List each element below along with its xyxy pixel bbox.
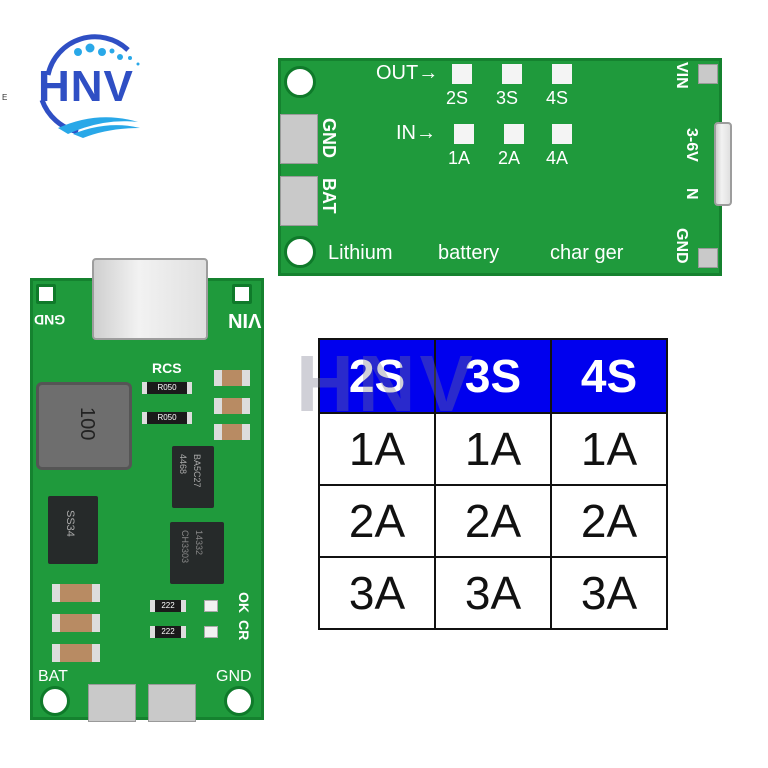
capacitor (214, 370, 250, 386)
charger-board-front: GND VIN RCS R050 R050 100 4468 BA5C27 SS… (30, 258, 264, 722)
bat-solder-pad (88, 684, 136, 722)
mount-hole (224, 686, 254, 716)
table-cell: 1A (434, 412, 552, 486)
ic1-label: 4468 (178, 454, 188, 475)
resistor-r050: R050 (142, 382, 192, 394)
gnd-pad (280, 114, 318, 164)
silk-charger: char ger (550, 242, 624, 264)
watermark: HNV (296, 339, 477, 428)
table-row: 1A 1A 1A (318, 412, 668, 486)
diode-label: SS34 (64, 510, 76, 537)
inductor: 100 (36, 382, 132, 470)
gnd-solder-pad (148, 684, 196, 722)
resistor-r050: R050 (142, 412, 192, 424)
out-label: OUT→ (376, 62, 439, 84)
ic2-code: 14332 (194, 530, 204, 556)
vin-label-top: VIN (228, 309, 262, 331)
in-label: IN→ (396, 122, 436, 144)
spec-table: 2S 3S 4S 1A 1A 1A 2A 2A 2A 3A 3A 3A (318, 338, 668, 630)
jumper-4s (552, 64, 572, 84)
label-1a: 1A (448, 148, 471, 168)
diode-ss34: SS34 (48, 496, 98, 564)
silk-battery: battery (438, 242, 500, 264)
header-cell: 4S (550, 338, 668, 414)
resistor-222: 222 (150, 626, 186, 638)
voltage-label: 3-6V (683, 128, 700, 162)
bat-pad (280, 176, 318, 226)
table-header-row: 2S 3S 4S (318, 338, 668, 414)
n-label: N (683, 188, 700, 200)
ic2-label: CH3303 (180, 530, 190, 564)
led-cr (204, 626, 218, 638)
table-cell: 1A (550, 412, 668, 486)
mount-hole (284, 66, 316, 98)
gnd-hole (36, 284, 56, 304)
vin-label: VIN (673, 62, 690, 89)
table-cell: 3A (434, 556, 552, 630)
table-cell: 3A (318, 556, 436, 630)
rcs-label: RCS (152, 360, 182, 376)
logo-text: HNV (38, 62, 134, 111)
vin-hole (232, 284, 252, 304)
table-cell: 3A (550, 556, 668, 630)
bat-label-bottom: BAT (38, 668, 68, 685)
mount-hole (284, 236, 316, 268)
ic-chip-4468: 4468 BA5C27 (172, 446, 214, 508)
vin-pad (698, 64, 718, 84)
usb-c-port (92, 258, 208, 340)
label-2a: 2A (498, 148, 521, 168)
label-4s: 4S (546, 88, 569, 108)
table-row: 2A 2A 2A (318, 484, 668, 558)
label-3s: 3S (496, 88, 519, 108)
charger-board-back: GND BAT OUT→ 2S 3S 4S IN→ 1A 2A 4A Lithi… (278, 58, 732, 276)
gnd-label-top: GND (34, 312, 66, 328)
header-cell: 3S (434, 338, 552, 414)
jumper-1a (454, 124, 474, 144)
silk-lithium: Lithium (328, 242, 393, 264)
hnv-logo-icon (39, 34, 140, 138)
jumper-4a (552, 124, 572, 144)
capacitor (52, 614, 100, 632)
gnd-pad-right (698, 248, 718, 268)
table-cell: 2A (318, 484, 436, 558)
cr-label: CR (236, 620, 252, 641)
gnd-label-bottom: GND (216, 668, 252, 685)
ic-chip-ch3303: CH3303 14332 (170, 522, 224, 584)
jumper-3s (502, 64, 522, 84)
inductor-label: 100 (76, 407, 98, 441)
stray-character: E (2, 93, 8, 102)
resistor-222: 222 (150, 600, 186, 612)
jumper-2s (452, 64, 472, 84)
label-4a: 4A (546, 148, 569, 168)
capacitor (214, 424, 250, 440)
table-cell: 2A (550, 484, 668, 558)
capacitor (52, 584, 100, 602)
capacitor (52, 644, 100, 662)
table-row: 3A 3A 3A (318, 556, 668, 630)
mount-hole (40, 686, 70, 716)
usb-c-port-edge (714, 122, 732, 206)
bat-label: BAT (319, 178, 339, 214)
capacitor (214, 398, 250, 414)
led-ok (204, 600, 218, 612)
header-cell: 2S (318, 338, 436, 414)
gnd-label: GND (319, 118, 339, 158)
label-2s: 2S (446, 88, 469, 108)
table-cell: 1A (318, 412, 436, 486)
ok-label: OK (236, 592, 252, 613)
gnd-label-right: GND (673, 228, 690, 264)
ic1-code: BA5C27 (192, 454, 202, 488)
jumper-2a (504, 124, 524, 144)
table-cell: 2A (434, 484, 552, 558)
